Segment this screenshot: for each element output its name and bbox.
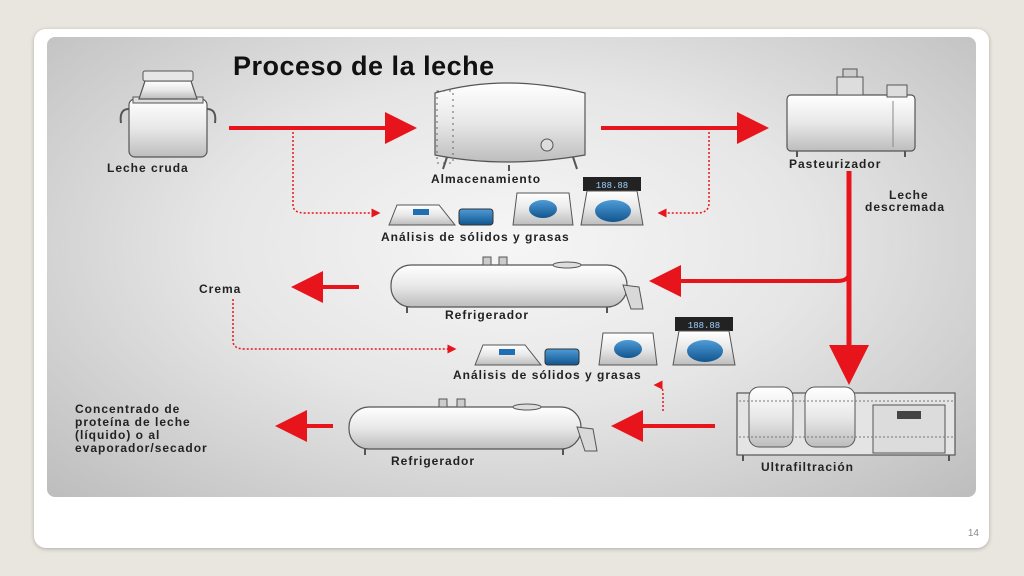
- label-ultrafiltracion: Ultrafiltración: [761, 460, 855, 474]
- label-almacenamiento: Almacenamiento: [431, 172, 542, 186]
- label-analisis-2: Análisis de sólidos y grasas: [453, 368, 642, 382]
- label-leche-cruda: Leche cruda: [107, 161, 189, 175]
- slide: 188.88 188.88: [34, 29, 989, 548]
- analyzer-instruments-icon: 188.88: [388, 177, 644, 226]
- arrow-to-refrigerator-1: [649, 265, 851, 297]
- refrigerator-tank-icon: [390, 256, 644, 313]
- flow-arrows: [229, 112, 869, 442]
- label-pasteurizador: Pasteurizador: [789, 157, 882, 171]
- label-refrigerador-2: Refrigerador: [391, 454, 476, 468]
- pasteurizer-icon: [786, 68, 916, 157]
- diagram-panel: 188.88 188.88: [47, 37, 976, 497]
- page-number: 14: [967, 528, 979, 539]
- page-title: Proceso de la leche: [233, 51, 495, 81]
- storage-tank-icon: [434, 82, 586, 171]
- label-analisis-1: Análisis de sólidos y grasas: [381, 230, 570, 244]
- label-concentrado-4: evaporador/secador: [75, 441, 208, 455]
- label-concentrado-3: (líquido) o al: [75, 428, 161, 442]
- ultrafiltration-unit-icon: [736, 386, 956, 461]
- label-leche-descremada-1: Leche: [889, 188, 929, 202]
- refrigerator-tank-icon-2: [348, 398, 598, 455]
- label-concentrado-2: proteína de leche: [75, 415, 191, 429]
- label-crema: Crema: [199, 282, 242, 296]
- milk-can-icon: [119, 70, 217, 158]
- label-refrigerador-1: Refrigerador: [445, 308, 530, 322]
- process-diagram: 188.88 188.88: [119, 68, 956, 461]
- label-concentrado-1: Concentrado de: [75, 402, 181, 416]
- svg-text:188.88: 188.88: [688, 321, 720, 331]
- sampling-arrows: [232, 132, 710, 411]
- svg-text:188.88: 188.88: [596, 181, 628, 191]
- analyzer-instruments-icon-2: 188.88: [474, 317, 736, 366]
- label-leche-descremada-2: descremada: [865, 200, 946, 214]
